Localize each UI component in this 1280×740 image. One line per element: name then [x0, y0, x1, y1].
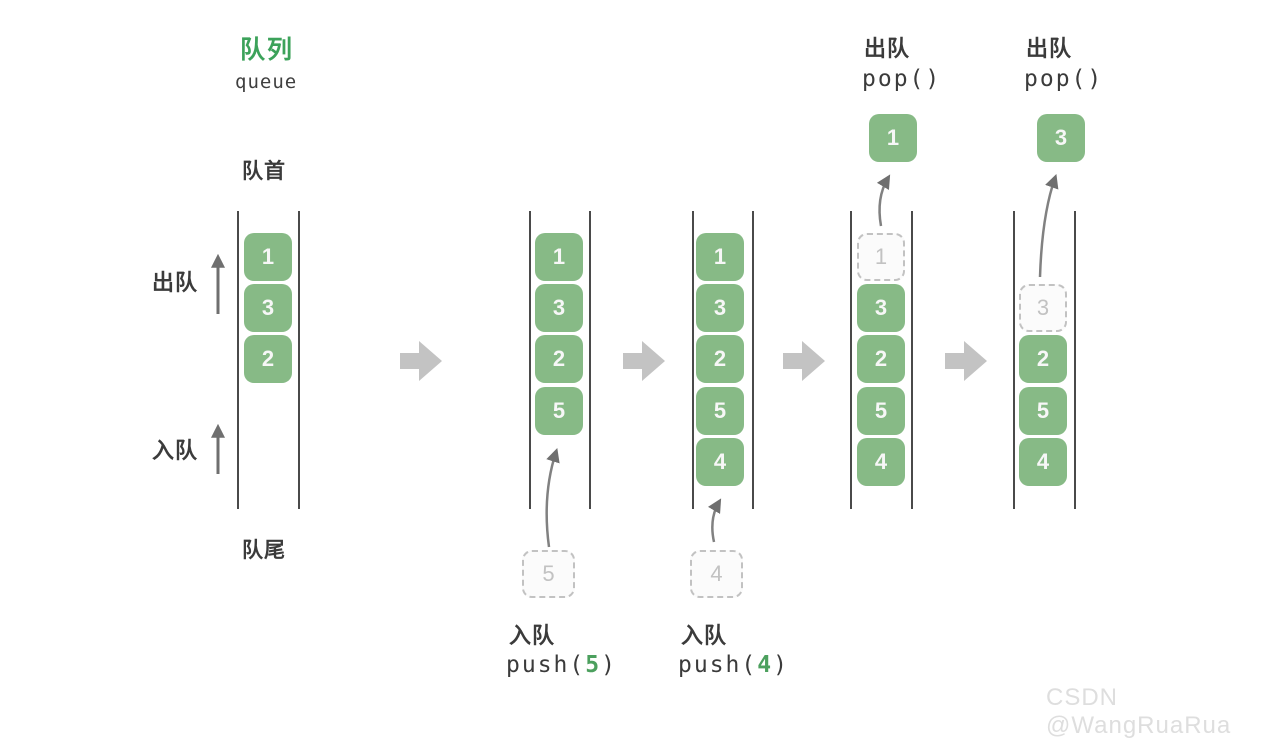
- queue-item-box: 4: [1019, 438, 1067, 486]
- push-curved-arrow-icon: [707, 498, 722, 543]
- channel-wall: [1013, 211, 1015, 509]
- code-close: ): [773, 652, 789, 678]
- enqueue-op-label: 入队: [681, 623, 728, 648]
- enqueue-side-label: 入队: [152, 438, 199, 463]
- channel-wall: [237, 211, 239, 509]
- channel-wall: [529, 211, 531, 509]
- dequeue-op-label: 出队: [1026, 36, 1073, 61]
- queue-item-box: 2: [535, 335, 583, 383]
- pop-curved-arrow-icon: [1038, 174, 1059, 278]
- queue-item-box: 2: [1019, 335, 1067, 383]
- ghost-item-box: 3: [1019, 284, 1067, 332]
- queue-diagram: 队列 queue 队首 队尾 出队 入队 1 3 2 1 3 2 5 5 入队 …: [152, 36, 1230, 739]
- pop-code-label: pop(): [1024, 66, 1104, 92]
- queue-item-box: 1: [535, 233, 583, 281]
- dequeue-op-label: 出队: [864, 36, 911, 61]
- channel-wall: [911, 211, 913, 509]
- code-close: ): [601, 652, 617, 678]
- queue-item-box: 4: [696, 438, 744, 486]
- queue-title-en: queue: [235, 71, 298, 93]
- queue-title-zh: 队列: [240, 36, 295, 64]
- channel-wall: [1074, 211, 1076, 509]
- queue-item-box: 2: [696, 335, 744, 383]
- queue-item-box: 5: [535, 387, 583, 435]
- code-arg: 5: [585, 652, 602, 678]
- queue-item-box: 4: [857, 438, 905, 486]
- next-state-block-arrow-icon: [945, 341, 987, 381]
- popped-item-box: 3: [1037, 114, 1085, 162]
- queue-item-box: 3: [535, 284, 583, 332]
- queue-item-box: 3: [857, 284, 905, 332]
- push-code-label: push(5): [506, 652, 617, 678]
- watermark: CSDN @WangRuaRua: [1046, 684, 1232, 739]
- queue-item-box: 3: [244, 284, 292, 332]
- queue-item-box: 5: [1019, 387, 1067, 435]
- queue-item-box: 1: [696, 233, 744, 281]
- pop-curved-arrow-icon: [876, 174, 891, 227]
- rear-label: 队尾: [242, 539, 286, 562]
- dequeue-side-label: 出队: [152, 270, 199, 295]
- enqueue-op-label: 入队: [509, 623, 556, 648]
- staged-item-box: 5: [522, 550, 575, 598]
- queue-item-box: 5: [696, 387, 744, 435]
- push-curved-arrow-icon: [545, 448, 560, 548]
- push-code-label: push(4): [678, 652, 789, 678]
- popped-item-box: 1: [869, 114, 917, 162]
- arrows-overlay: [211, 174, 1059, 548]
- channel-wall: [752, 211, 754, 509]
- next-state-block-arrow-icon: [783, 341, 825, 381]
- code-arg: 4: [757, 652, 774, 678]
- channel-wall: [298, 211, 300, 509]
- front-label: 队首: [242, 160, 286, 183]
- channel-wall: [692, 211, 694, 509]
- queue-item-box: 2: [244, 335, 292, 383]
- next-state-block-arrow-icon: [623, 341, 665, 381]
- queue-item-box: 2: [857, 335, 905, 383]
- queue-item-box: 1: [244, 233, 292, 281]
- queue-item-box: 3: [696, 284, 744, 332]
- queue-item-box: 5: [857, 387, 905, 435]
- staged-item-box: 4: [690, 550, 743, 598]
- pop-code-label: pop(): [862, 66, 942, 92]
- ghost-item-box: 1: [857, 233, 905, 281]
- code-fn: push(: [678, 652, 758, 678]
- next-state-block-arrow-icon: [400, 341, 442, 381]
- channel-wall: [850, 211, 852, 509]
- channel-wall: [589, 211, 591, 509]
- code-fn: push(: [506, 652, 586, 678]
